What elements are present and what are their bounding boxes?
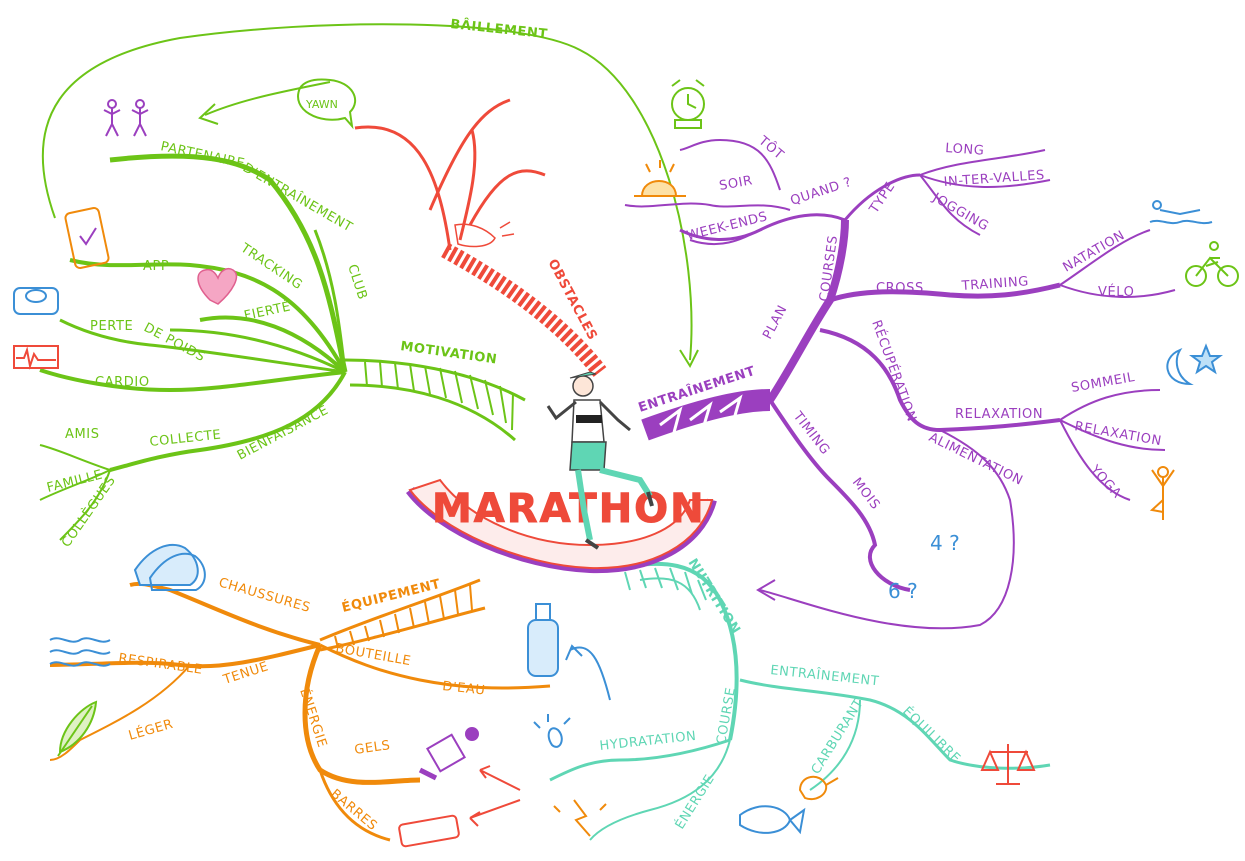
motivation-club: CLUB: [344, 263, 370, 302]
entrainement-six: 6 ?: [888, 579, 918, 603]
entrainement-plan: PLAN: [760, 303, 790, 342]
entrainement-jogging: JOGGING: [929, 190, 991, 235]
baillement-title: BÂILLEMENT: [450, 16, 549, 42]
feather-icon: [58, 702, 96, 756]
entrainement-velo: VÉLO: [1098, 284, 1135, 300]
obstacles-branch: [355, 100, 600, 372]
equipement-branch: [50, 580, 550, 840]
entrainement-timing: TIMING: [789, 408, 832, 458]
equipement-energie: ÉNERGIE: [296, 686, 330, 749]
sneakers-icon: [135, 545, 205, 590]
motivation-app: APP: [143, 259, 169, 274]
equipement-leger: LÉGER: [127, 716, 175, 744]
alarm-clock-icon: [672, 80, 704, 128]
gel-tube-icon: [420, 728, 478, 778]
sunset-icon: [634, 160, 686, 196]
entrainement-cross: CROSS: [876, 281, 924, 296]
entrainement-relaxation: RELAXATION: [955, 407, 1043, 422]
nutrition-branch: [550, 564, 1050, 840]
motivation-de-poids: DE POIDS: [141, 320, 207, 365]
entrainement-tot: TÔT: [755, 132, 787, 163]
nutrition-equilibre: ÉQUILIBRE: [899, 703, 964, 766]
equipement-respirable: RESPIRABLE: [117, 651, 203, 678]
yawn-text: YAWN: [305, 98, 338, 111]
lightning-icon: [554, 800, 606, 836]
motivation-title: MOTIVATION: [399, 339, 498, 367]
motivation-perte: PERTE: [90, 319, 133, 334]
equipement-deau: D'EAU: [442, 679, 487, 698]
equipement-gels: GELS: [353, 738, 391, 758]
motivation-partenaire: PARTENAIRE: [159, 139, 246, 172]
motivation-bienfaisance: BIENFAISANCE: [235, 403, 331, 464]
swimmer-icon: [1150, 201, 1212, 223]
motivation-cardio: CARDIO: [95, 375, 150, 390]
motivation-tracking: TRACKING: [237, 240, 305, 293]
equipement-barres: BARRES: [327, 787, 380, 834]
nutrition-entrainement: ENTRAÎNEMENT: [770, 662, 880, 689]
partners-icon: [104, 100, 148, 136]
motivation-amis: AMIS: [65, 427, 100, 442]
heartbeat-icon: [14, 346, 58, 368]
balance-scale-icon: [982, 744, 1034, 784]
drumstick-icon: [800, 777, 838, 799]
moon-star-icon: [1167, 346, 1220, 384]
fish-icon: [740, 806, 804, 833]
scale-icon: [14, 288, 58, 314]
water-splash-icon: [534, 714, 570, 747]
heart-icon: [198, 269, 236, 304]
entrainement-soir: SOIR: [718, 173, 754, 194]
entrainement-recuperation: RÉCUPÉRATION: [868, 318, 920, 424]
entrainement-relaxation2: RELAXATION: [1073, 419, 1162, 449]
nutrition-energie: ÉNERGIE: [672, 771, 718, 832]
marathon-center: MARATHON: [410, 480, 712, 568]
entrainement-four: 4 ?: [930, 531, 960, 555]
nutrition-hydratation: HYDRATATION: [599, 729, 697, 754]
equipement-bouteille: BOUTEILLE: [334, 641, 412, 669]
motivation-fierte: FIERTÉ: [243, 298, 293, 324]
entrainement-quand: QUAND ?: [789, 175, 854, 209]
equipement-chaussures: CHAUSSURES: [217, 575, 312, 616]
entrainement-natation: NATATION: [1061, 228, 1128, 275]
yoga-figure-icon: [1152, 467, 1174, 520]
entrainement-alimentation: ALIMENTATION: [926, 430, 1025, 489]
bicycle-icon: [1186, 242, 1238, 286]
marathon-title: MARATHON: [432, 486, 706, 532]
baillement-branch: [43, 24, 698, 366]
entrainement-type: TYPE: [866, 179, 898, 217]
entrainement-long: LONG: [945, 141, 985, 159]
entrainement-yoga: YOGA: [1086, 462, 1124, 502]
